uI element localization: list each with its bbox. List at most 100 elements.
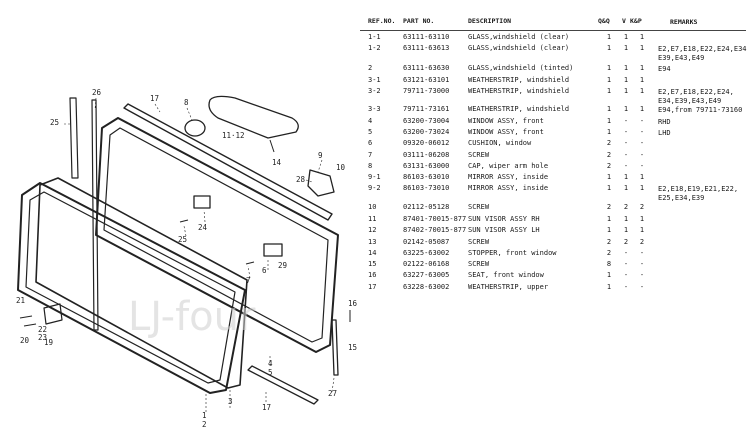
cell-part: 79711-73161	[403, 105, 450, 113]
cell-ref: 8	[368, 162, 373, 170]
cell-ref: 9-1	[368, 173, 381, 181]
cell-rem: E94,from 79711-73160	[658, 106, 743, 114]
cell-rem: LHD	[658, 129, 671, 137]
cell-desc: MIRROR ASSY, inside	[468, 184, 549, 192]
cell-part: 87401-70015-877	[403, 215, 467, 223]
cell-q2: 1	[623, 44, 629, 52]
cell-part: 63225-63002	[403, 249, 450, 257]
callout-7: 7	[246, 276, 251, 285]
cell-q1: 2	[606, 249, 612, 257]
callout-1: 1	[202, 411, 207, 420]
seat-16	[247, 365, 319, 405]
cell-ref: 11	[368, 215, 377, 223]
cell-ref: 16	[368, 271, 377, 279]
callout-20: 21	[16, 296, 25, 305]
wiper-cap	[184, 119, 206, 137]
callout-3: 3	[228, 397, 233, 406]
cell-q2: 1	[623, 215, 629, 223]
weatherstrip-ring	[35, 177, 248, 389]
cell-q2: -	[623, 151, 629, 159]
cell-part: 63121-63101	[403, 76, 450, 84]
cell-ref: 17	[368, 283, 377, 291]
callout-11-12: 11·12	[222, 131, 245, 140]
cushion-23	[193, 195, 211, 209]
callout-23: 24	[198, 223, 208, 232]
cell-desc: GLASS,windshield (clear)	[468, 44, 570, 52]
cell-desc: SCREW	[468, 260, 490, 268]
cell-desc: SCREW	[468, 203, 490, 211]
cell-ref: 13	[368, 238, 377, 246]
cell-rem: RHD	[658, 118, 671, 126]
bracket-29	[263, 243, 283, 257]
callout-28: 28	[296, 175, 306, 184]
glass-frame-inner	[25, 191, 236, 384]
cell-ref: 4	[368, 117, 373, 125]
callout-9: 9	[318, 151, 323, 160]
cell-part: 63200-73004	[403, 117, 450, 125]
cell-q1: 1	[606, 64, 612, 72]
header-qty-1: Q&Q	[598, 17, 610, 25]
callout-27: 27	[328, 389, 337, 398]
callout-10: 10	[336, 163, 346, 172]
cell-ref: 5	[368, 128, 373, 136]
cell-part: 63111-63630	[403, 64, 450, 72]
cell-q1: 2	[606, 203, 612, 211]
cell-part: 02122-06168	[403, 260, 450, 268]
cell-ref: 14	[368, 249, 377, 257]
screws	[19, 139, 351, 327]
cell-part: 63200-73024	[403, 128, 450, 136]
cell-ref: 3-3	[368, 105, 381, 113]
cell-desc: WINDOW ASSY, front	[468, 117, 544, 125]
cell-desc: WEATHERSTRIP, windshield	[468, 105, 570, 113]
cell-rem: E2,E18,E19,E21,E22, E25,E34,E39	[658, 185, 739, 202]
window-frame	[95, 117, 339, 353]
cell-ref: 15	[368, 260, 377, 268]
cell-q1: 1	[606, 105, 612, 113]
cell-q2: 1	[623, 64, 629, 72]
cell-desc: CUSHION, window	[468, 139, 532, 147]
callout-8: 8	[184, 98, 189, 107]
cell-ref: 6	[368, 139, 373, 147]
cell-q2: 1	[623, 76, 629, 84]
cell-part: 86103-73010	[403, 184, 450, 192]
callout-15: 16	[348, 299, 358, 308]
glass-frame-outer	[17, 182, 246, 394]
cell-q3: 1	[639, 33, 645, 41]
cell-ref: 12	[368, 226, 377, 234]
cell-q3: 2	[639, 203, 645, 211]
cell-part: 79711-73000	[403, 87, 450, 95]
cell-q3: 2	[639, 238, 645, 246]
cell-q2: -	[623, 117, 629, 125]
header-part: PART NO.	[403, 17, 435, 25]
cell-q1: 1	[606, 87, 612, 95]
cell-q1: 1	[606, 33, 612, 41]
cell-q2: 1	[623, 33, 629, 41]
header-remarks: REMARKS	[670, 18, 698, 26]
cell-part: 63227-63005	[403, 271, 450, 279]
parts-diagram: LJ-four 17 8 26 25 11·12 14 9 10 28 24 2…	[16, 88, 358, 429]
cell-q1: 1	[606, 184, 612, 192]
cell-desc: SEAT, front window	[468, 271, 544, 279]
cell-q3: 1	[639, 76, 645, 84]
cell-ref: 7	[368, 151, 373, 159]
callout-14: 15	[348, 343, 357, 352]
cell-q3: 1	[639, 87, 645, 95]
cell-q2: -	[623, 271, 629, 279]
callout-25: 25	[50, 118, 59, 127]
cell-ref: 9-2	[368, 184, 381, 192]
parts-list-table: REF.NO. PART NO. DESCRIPTION Q&Q V K&P R…	[360, 17, 747, 291]
callout-2: 2	[202, 420, 207, 429]
cell-desc: SCREW	[468, 238, 490, 246]
cell-q3: 1	[639, 64, 645, 72]
header-qty-2: V	[622, 17, 626, 25]
cell-q1: 2	[606, 151, 612, 159]
header-description: DESCRIPTION	[468, 17, 512, 25]
